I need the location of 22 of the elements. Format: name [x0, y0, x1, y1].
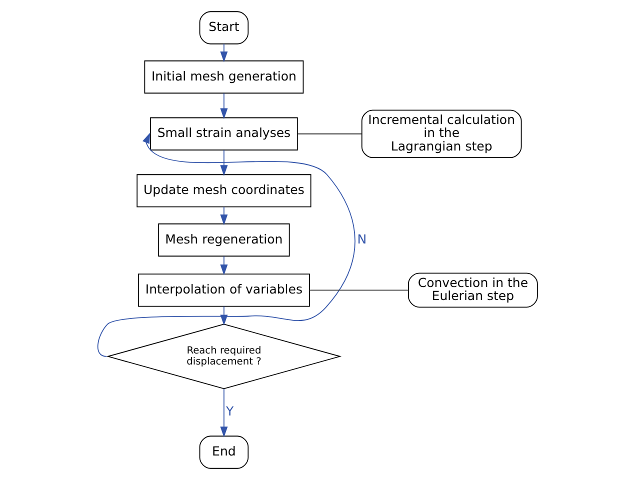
node-diamond: Reach required displacement ? [106, 324, 342, 390]
edge-label: Y [226, 404, 234, 419]
node-box: End [198, 436, 248, 469]
connector [296, 133, 362, 134]
arrow [96, 132, 355, 357]
node-box: Start [198, 11, 248, 44]
node-box: Update mesh coordinates [136, 174, 311, 208]
node-box: Mesh regeneration [158, 223, 290, 257]
node-box: Incremental calculation in the Lagrangian step [360, 110, 522, 158]
arrow [220, 256, 228, 276]
node-box: Initial mesh generation [144, 60, 304, 94]
edge-label: N [356, 231, 366, 246]
arrow [220, 388, 228, 438]
arrow [220, 92, 228, 120]
arrow [220, 150, 228, 176]
node-box: Small strain analyses [150, 117, 298, 150]
node-box: Convection in the Eulerian step [408, 272, 538, 308]
connector [308, 290, 408, 291]
arrow [220, 43, 228, 62]
node-box: Interpolation of variables [137, 274, 310, 307]
arrow [220, 306, 228, 326]
arrow [220, 206, 228, 226]
